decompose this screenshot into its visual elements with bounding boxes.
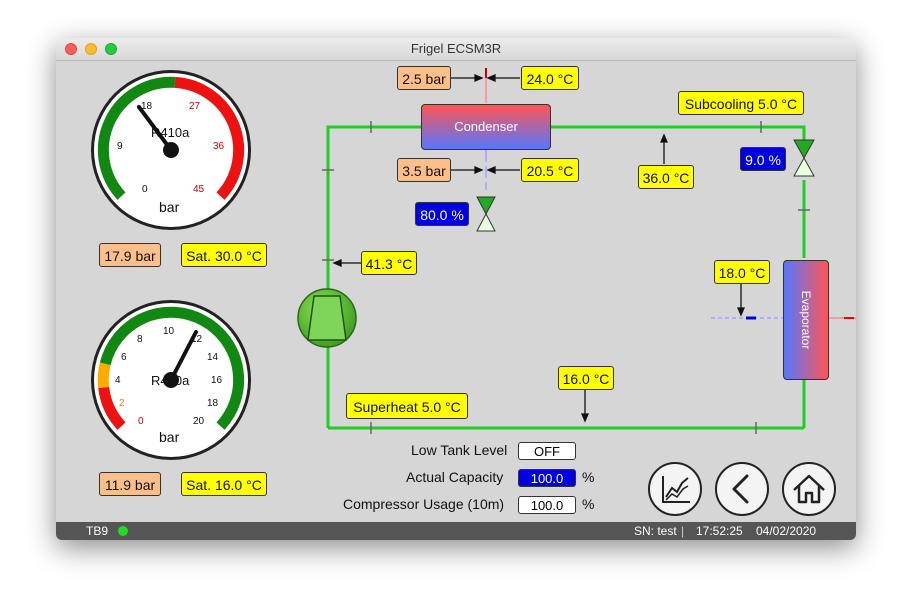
superheat-readout: Superheat 5.0 °C <box>346 393 468 419</box>
condenser[interactable]: Condenser <box>421 104 551 150</box>
condenser-label: Condenser <box>454 119 518 134</box>
liquid-line-temp: 36.0 °C <box>638 165 694 189</box>
gauge-tick-label: 0 <box>138 416 144 427</box>
compressor-icon[interactable] <box>297 288 357 348</box>
back-button[interactable] <box>715 462 769 516</box>
gauge-tick-label: 16 <box>211 375 223 386</box>
cond-valve-opening: 80.0 % <box>415 202 469 226</box>
gauge-tick-label: 18 <box>141 101 153 112</box>
schematic-canvas: 0 9 18 27 36 45 R410a bar 0 2 4 <box>91 68 856 460</box>
home-icon <box>793 474 825 504</box>
low-tank-label: Low Tank Level <box>411 442 508 458</box>
status-separator: | <box>681 524 685 538</box>
low-tank-value: OFF <box>518 442 576 460</box>
lp-pressure-readout: 11.9 bar <box>99 472 161 496</box>
chevron-left-icon <box>732 474 749 504</box>
lp-saturation-readout: Sat. 16.0 °C <box>181 472 267 496</box>
close-button[interactable] <box>65 43 77 55</box>
evaporator[interactable]: Evaporator <box>783 260 829 380</box>
gauge-needle <box>137 105 173 152</box>
cond-out-temp: 20.5 °C <box>521 158 579 182</box>
exp-valve-opening: 9.0 % <box>740 147 786 171</box>
cond-out-pressure: 3.5 bar <box>397 158 451 182</box>
gauge-red-arc <box>98 386 126 430</box>
minimize-button[interactable] <box>85 43 97 55</box>
capacity-unit: % <box>582 469 595 485</box>
maximize-button[interactable] <box>105 43 117 55</box>
evaporator-label: Evaporator <box>799 290 813 350</box>
gauge-tick-label: 4 <box>115 375 121 386</box>
gauge-tick-label: 36 <box>213 141 225 152</box>
cond-water-valve-icon[interactable] <box>476 196 496 232</box>
usage-unit: % <box>582 496 595 512</box>
suction-temp: 16.0 °C <box>558 366 614 390</box>
gauge-tick-label: 10 <box>163 326 175 337</box>
serial-number: SN: test <box>634 524 677 538</box>
low-pressure-gauge: 0 2 4 6 8 10 12 14 16 18 20 R410a bar <box>91 300 251 460</box>
gauge-tick-label: 12 <box>191 334 203 345</box>
subcooling-readout: Subcooling 5.0 °C <box>678 91 804 115</box>
expansion-valve-icon[interactable] <box>793 139 815 177</box>
main-panel: 0 9 18 27 36 45 R410a bar 0 2 4 <box>56 60 856 522</box>
hp-saturation-readout: Sat. 30.0 °C <box>181 243 267 267</box>
device-id: TB9 <box>86 524 109 538</box>
gauge-tick-label: 6 <box>121 352 127 363</box>
gauge-unit: bar <box>159 429 180 445</box>
gauge-green-arc <box>97 76 176 200</box>
evap-water-temp: 18.0 °C <box>714 260 770 284</box>
capacity-value: 100.0 <box>518 469 576 487</box>
gauge-tick-label: 9 <box>117 141 123 152</box>
window-title: Frigel ECSM3R <box>410 41 502 56</box>
gauge-tick-label: 27 <box>189 101 201 112</box>
trend-chart-button[interactable] <box>648 462 702 516</box>
clock-time: 17:52:25 <box>696 524 743 538</box>
chart-icon <box>662 476 690 503</box>
capacity-label: Actual Capacity <box>406 469 504 485</box>
gauge-tick-label: 0 <box>142 184 148 195</box>
high-pressure-gauge: 0 9 18 27 36 45 R410a bar <box>91 70 251 230</box>
clock-date: 04/02/2020 <box>756 524 817 538</box>
home-button[interactable] <box>782 462 836 516</box>
gauge-green-arc <box>99 306 245 430</box>
status-bar: TB9 SN: test | 17:52:25 04/02/2020 <box>56 522 856 540</box>
title-bar: Frigel ECSM3R <box>56 38 856 61</box>
hp-pressure-readout: 17.9 bar <box>99 243 161 267</box>
discharge-temp: 41.3 °C <box>361 251 417 275</box>
usage-label: Compressor Usage (10m) <box>343 496 505 512</box>
refrigerant-circuit <box>326 125 806 430</box>
gauge-unit: bar <box>159 199 180 215</box>
gauge-tick-label: 18 <box>207 398 219 409</box>
gauge-tick-label: 45 <box>193 184 205 195</box>
gauge-tick-label: 2 <box>119 398 125 409</box>
gauge-orange-arc <box>97 362 111 389</box>
app-window: Frigel ECSM3R 0 9 18 27 36 45 R410a bar <box>56 38 856 540</box>
gauge-tick-label: 20 <box>193 416 205 427</box>
gauge-tick-label: 14 <box>207 352 219 363</box>
usage-value: 100.0 <box>518 496 576 514</box>
cond-in-temp: 24.0 °C <box>521 66 579 90</box>
gauge-needle <box>169 330 198 382</box>
connection-led-icon <box>118 526 128 536</box>
gauge-tick-label: 8 <box>137 334 143 345</box>
gauge-red-arc <box>174 76 245 200</box>
cond-in-pressure: 2.5 bar <box>397 66 451 90</box>
